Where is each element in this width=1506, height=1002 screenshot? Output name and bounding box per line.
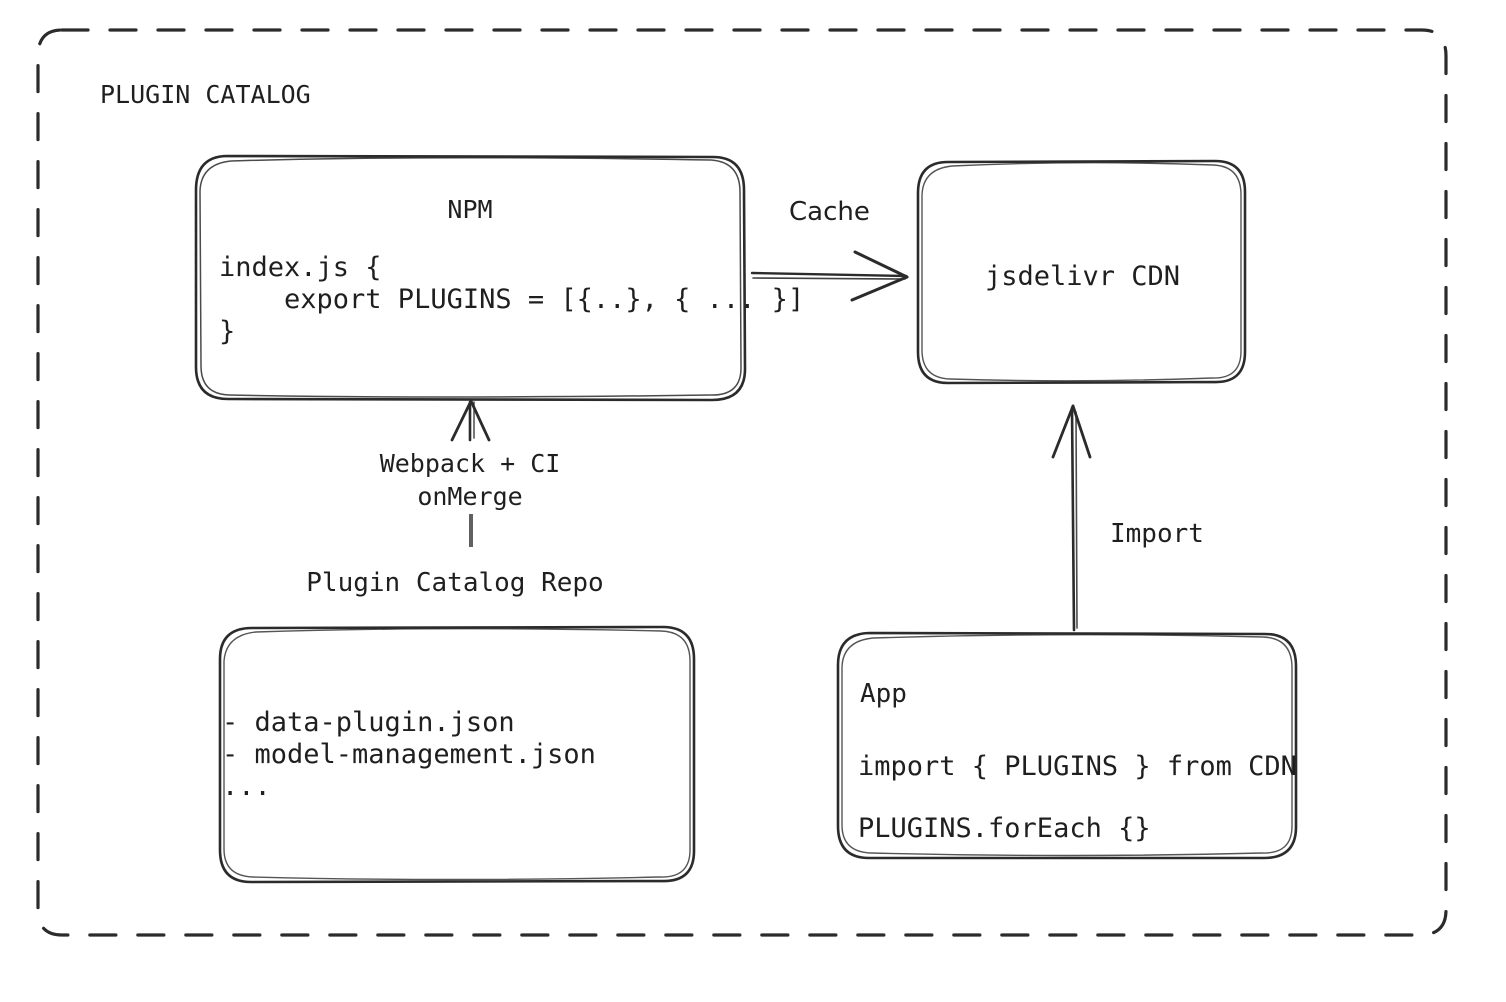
app-node-code: import { PLUGINS } from CDN PLUGINS.forE… [858,751,1297,844]
plugin-catalog-group-title: PLUGIN CATALOG [100,80,311,109]
cdn-node-title: jsdelivr CDN [984,261,1181,292]
app-node-title: App [860,679,907,709]
edge-label-webpack-ci-onmerge: Webpack + CI onMerge [379,449,561,511]
repo-node-label: Plugin Catalog Repo [306,568,604,598]
edge-label-cache: Cache [789,197,870,227]
repo-node-file-list: - data-plugin.json - model-management.js… [222,707,596,802]
edge-app-to-cdn-arrow [1051,404,1092,632]
npm-node-code: index.js { export PLUGINS = [{..}, { ...… [219,252,805,347]
edge-label-import: Import [1110,519,1204,549]
npm-node-title: NPM [447,195,493,224]
